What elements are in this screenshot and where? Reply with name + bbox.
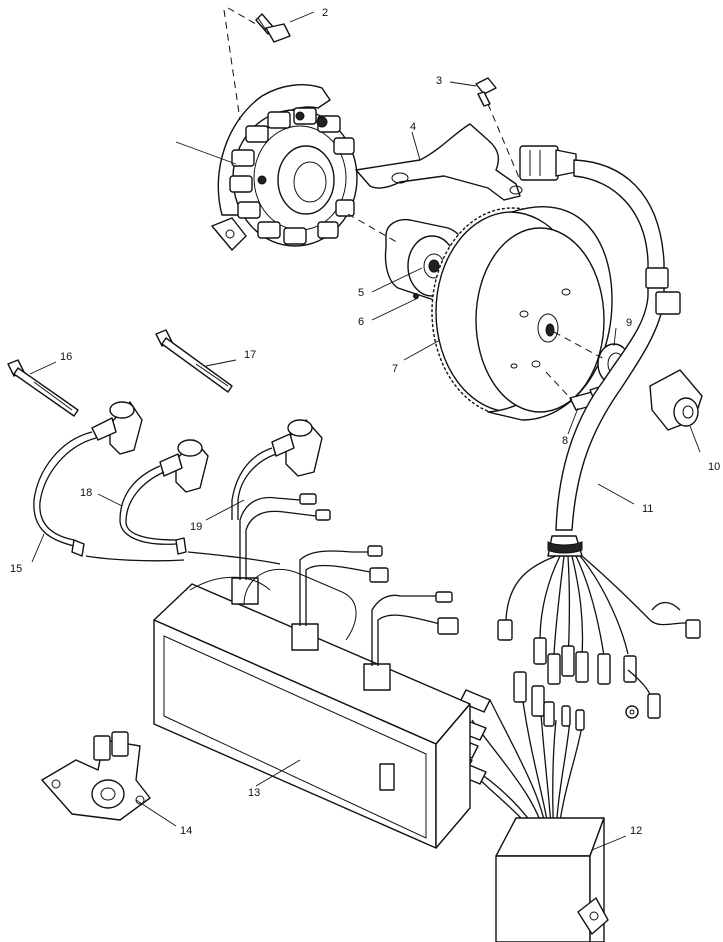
callout-6: 6 (358, 316, 364, 328)
bolt-17 (155, 329, 233, 393)
callout-11: 11 (642, 503, 653, 515)
wire-harness-11 (547, 159, 681, 557)
screw-3 (475, 77, 497, 107)
callout-17: 17 (244, 349, 256, 361)
bolt-16 (7, 359, 79, 417)
callout-18: 18 (80, 487, 92, 499)
control-block-12 (495, 817, 609, 942)
callout-4: 4 (410, 121, 416, 133)
callout-5: 5 (358, 287, 364, 299)
callout-9: 9 (626, 317, 632, 329)
callout-16: 16 (60, 351, 72, 363)
leader-lines (29, 11, 701, 851)
callout-19: 19 (190, 521, 202, 533)
callout-13: 13 (248, 787, 260, 799)
part-14 (41, 731, 151, 821)
callout-10: 10 (708, 461, 720, 473)
spark-plug-caps (33, 401, 323, 565)
cdi-box-13 (153, 568, 471, 849)
harness-connector (519, 145, 577, 181)
flywheel-7 (431, 206, 613, 421)
sensor-10 (649, 369, 703, 431)
callout-labels: 2 3 4 5 6 7 8 9 10 11 12 13 14 15 16 17 … (10, 7, 720, 837)
cdi-wires (239, 493, 459, 666)
callout-7: 7 (392, 363, 398, 375)
callout-3: 3 (436, 75, 442, 87)
stator-assembly (211, 84, 358, 251)
callout-12: 12 (630, 825, 642, 837)
callout-15: 15 (10, 563, 22, 575)
harness-branches (497, 555, 701, 719)
callout-8: 8 (562, 435, 568, 447)
callout-14: 14 (180, 825, 192, 837)
bracket-4 (355, 123, 523, 201)
callout-2: 2 (322, 7, 328, 19)
screw-2 (255, 13, 291, 43)
